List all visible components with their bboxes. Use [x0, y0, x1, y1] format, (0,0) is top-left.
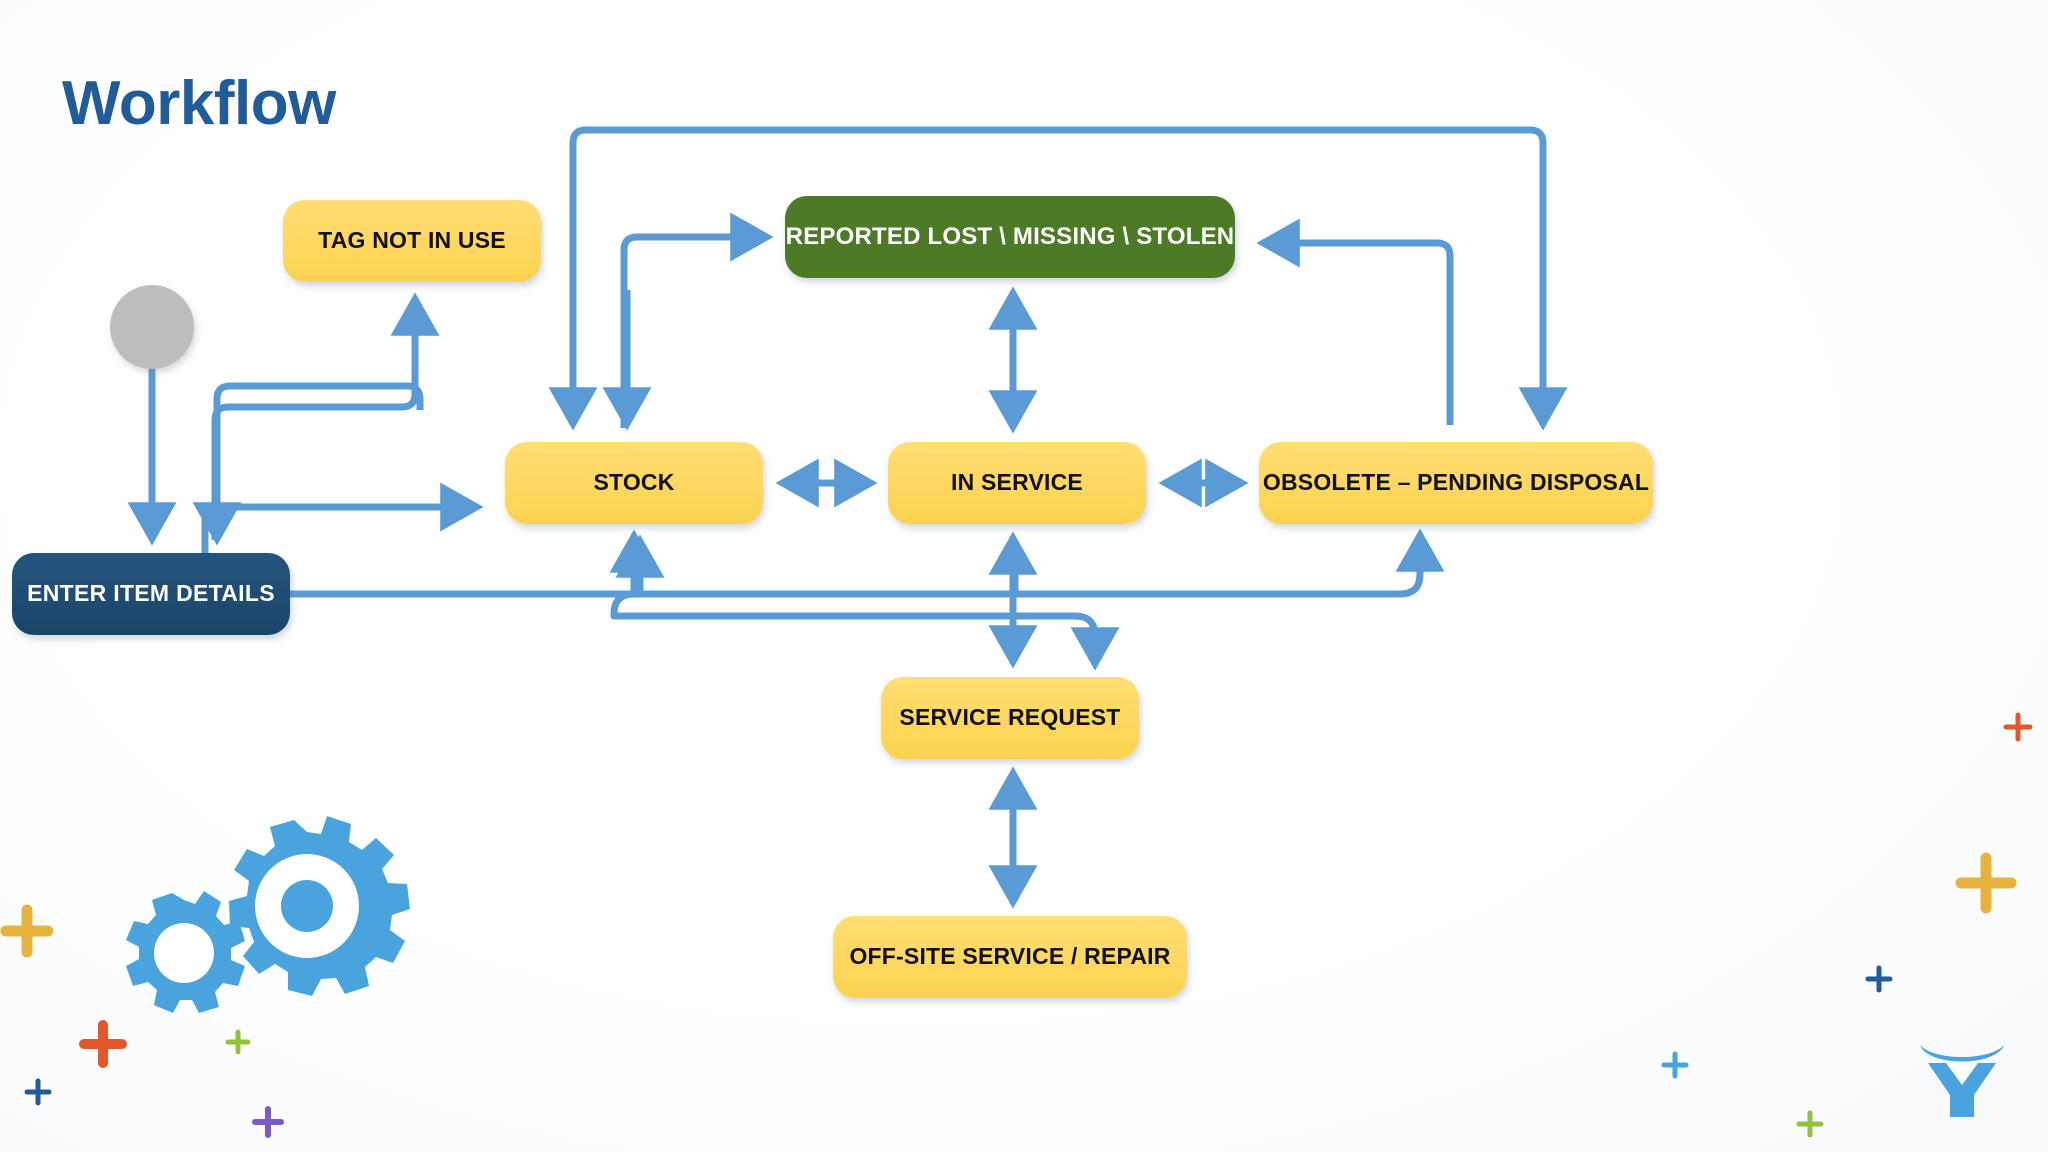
edge-rail-elbow: [610, 590, 650, 620]
edge-enter-to-stock: [201, 482, 484, 594]
edge-obsolete-to-lost: [1256, 218, 1454, 425]
edge-service-rail-up: [634, 528, 1445, 598]
edge-rail-to-service: [634, 612, 1120, 671]
node-service-request[interactable]: SERVICE REQUEST: [881, 677, 1139, 759]
node-enter-item-details[interactable]: ENTER ITEM DETAILS: [12, 553, 290, 635]
start-node-circle[interactable]: [110, 285, 194, 369]
node-reported-lost-missing-stolen[interactable]: REPORTED LOST \ MISSING \ STOLEN: [785, 196, 1235, 278]
page-title: Workflow: [62, 69, 336, 138]
edge-stock-to-lost: [620, 212, 774, 428]
edge-enter-to-tag: [211, 292, 440, 540]
edge-top-rail-to-stock: [548, 126, 1568, 431]
edge-rail-up-to-stock: [634, 535, 1019, 594]
node-off-site-service-repair[interactable]: OFF-SITE SERVICE / REPAIR: [833, 916, 1187, 998]
node-obsolete-pending-disposal[interactable]: OBSOLETE – PENDING DISPOSAL: [1259, 442, 1653, 524]
node-stock[interactable]: STOCK: [505, 442, 763, 524]
node-in-service[interactable]: IN SERVICE: [888, 442, 1146, 524]
node-tag-not-in-use[interactable]: TAG NOT IN USE: [283, 200, 541, 282]
edge-tag-to-enter: [192, 382, 424, 546]
